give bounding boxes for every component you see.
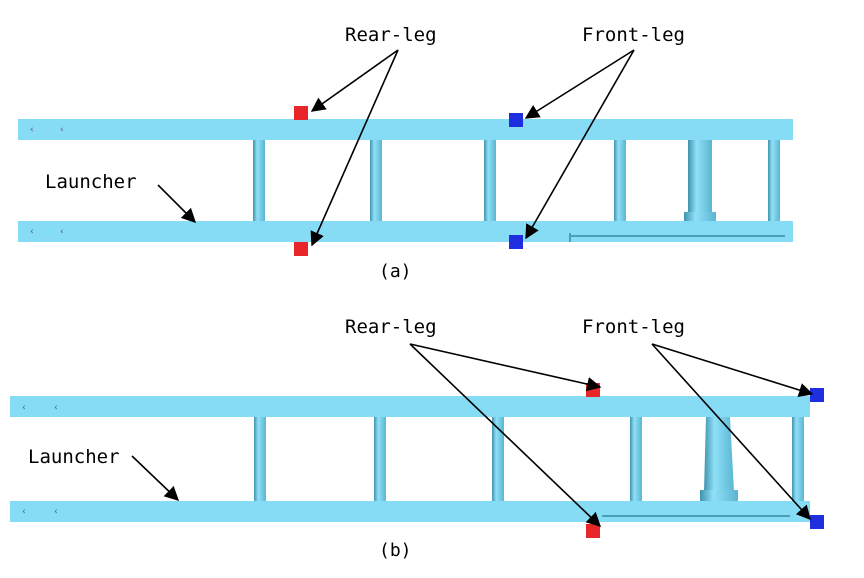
- front-leg-marker: [810, 388, 824, 402]
- svg-text:‹: ‹: [60, 125, 64, 135]
- arrow: [310, 49, 399, 247]
- rear-leg-label: Rear-leg: [345, 316, 437, 338]
- svg-text:‹: ‹: [60, 227, 64, 237]
- rear-leg-marker: [294, 242, 308, 256]
- top-rail: [10, 396, 810, 417]
- cross-post: [374, 417, 386, 501]
- cross-post: [254, 417, 266, 501]
- launcher-label: Launcher: [45, 171, 137, 193]
- bottom-rail: [18, 221, 793, 242]
- arrow: [409, 343, 602, 392]
- rear-leg-marker: [586, 524, 600, 538]
- cross-post: [792, 417, 804, 501]
- front-leg-marker: [810, 515, 824, 529]
- arrow: [651, 343, 811, 521]
- front-leg-label: Front-leg: [582, 316, 685, 338]
- svg-text:‹: ‹: [30, 227, 34, 237]
- cross-post: [614, 140, 626, 221]
- front-leg-marker: [509, 113, 523, 127]
- cross-post: [484, 140, 496, 221]
- arrow: [131, 455, 180, 501]
- arrow: [409, 343, 602, 527]
- svg-text:‹: ‹: [54, 507, 58, 517]
- caption-b: (b): [379, 540, 412, 561]
- svg-text:‹: ‹: [30, 125, 34, 135]
- panel-b: ‹ ‹ ‹ ‹ Rear-leg Front-leg Launcher (b): [10, 316, 824, 561]
- svg-text:‹: ‹: [22, 507, 26, 517]
- cross-post: [492, 417, 504, 501]
- bottom-rail: [10, 501, 810, 522]
- arrow: [524, 49, 635, 119]
- cross-post: [253, 140, 265, 221]
- cross-post: [768, 140, 780, 221]
- cross-post: [370, 140, 382, 221]
- rear-leg-marker: [294, 106, 308, 120]
- front-leg-marker: [509, 235, 523, 249]
- cross-post: [630, 417, 642, 501]
- arrow: [310, 49, 399, 112]
- svg-text:‹: ‹: [22, 403, 26, 413]
- panel-a: ‹ ‹ ‹ ‹ Rear-leg Front-leg Launcher (a): [18, 24, 793, 282]
- svg-text:‹: ‹: [54, 403, 58, 413]
- arrow: [157, 184, 197, 224]
- top-rail: [18, 119, 793, 140]
- rear-leg-label: Rear-leg: [345, 24, 437, 46]
- arrow: [525, 49, 635, 240]
- arrow: [651, 343, 814, 398]
- front-leg-label: Front-leg: [582, 24, 685, 46]
- launcher-label: Launcher: [28, 446, 120, 468]
- actuator-cylinder: [704, 417, 734, 492]
- actuator-cylinder: [688, 140, 712, 215]
- caption-a: (a): [379, 261, 412, 282]
